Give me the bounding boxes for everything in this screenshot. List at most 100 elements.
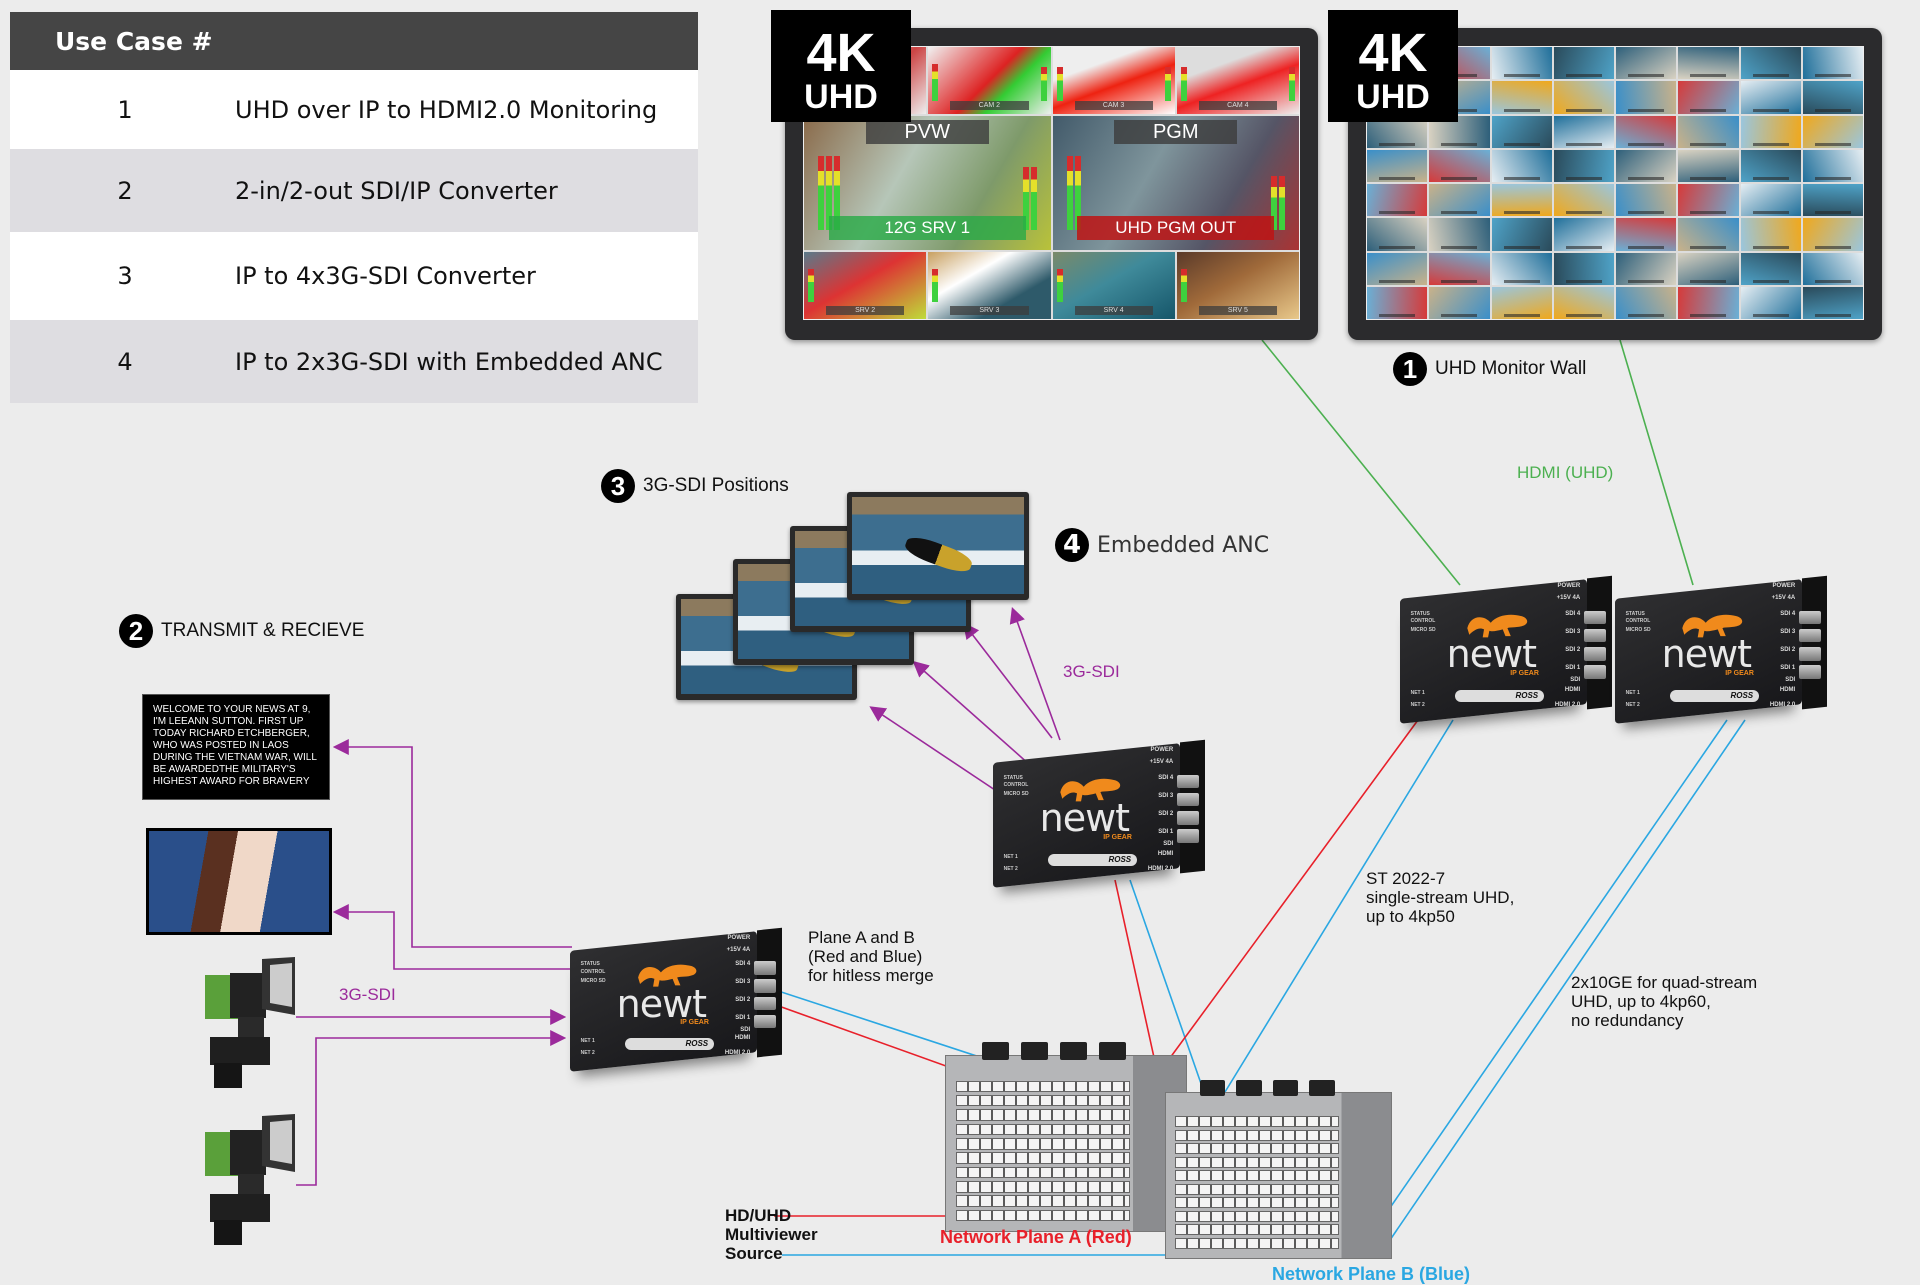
line-card-slot [1175,1156,1339,1168]
wall-thumbnail [1429,184,1490,217]
note-line: 2x10GE for quad-stream [1571,973,1758,992]
plane-a-line-devA [1166,719,1419,1063]
wall-thumbnail [1740,47,1801,80]
badge-uhd-text: UHD [804,78,878,116]
port-label: CONTROL [580,968,606,975]
table-row: 1 UHD over IP to HDMI2.0 Monitoring [10,70,698,149]
wall-thumbnail [1802,115,1863,148]
line-card-slot [1175,1116,1339,1128]
newt-gecko-logo-icon [1060,778,1121,801]
uc3-label-text: 3G-SDI Positions [643,475,789,496]
port-label: SDI 1 [1565,665,1581,672]
4k-uhd-badge: 4K UHD [771,10,911,122]
bnc-connector [1584,665,1606,679]
line-card-slot [1175,1224,1339,1236]
bnc-connector [754,996,776,1011]
port-label: +15V 4A [1149,759,1174,766]
sdi-position-monitor [847,492,1029,600]
wall-thumbnail [1367,149,1428,182]
line-card-slot [955,1109,1131,1121]
port-label: HDMI [1157,850,1174,857]
line-card-slot [955,1152,1131,1164]
newt-brand-text: newt [616,982,707,1027]
device-side-panel [1801,575,1827,710]
wall-thumbnail [1616,252,1677,285]
port-label: SDI 3 [1565,628,1581,635]
number-3-icon: 3 [601,469,635,503]
uc3-label: 3 3G-SDI Positions [601,469,789,503]
wall-thumbnail [1740,115,1801,148]
wall-thumbnail [1429,252,1490,285]
device-side-panel [1586,575,1612,710]
line-card-slot [1175,1197,1339,1209]
note-line: up to 4kp50 [1366,907,1455,926]
port-label: HDMI [1564,686,1581,693]
port-label: SDI 4 [735,961,751,968]
wall-thumbnail [1491,81,1552,114]
table-row: 4 IP to 2x3G-SDI with Embedded ANC [10,320,698,403]
use-case-description: UHD over IP to HDMI2.0 Monitoring [235,95,658,124]
bnc-connector [1177,792,1199,807]
port-label: SDI [1570,677,1581,684]
ip-gear-text: IP GEAR [1725,669,1754,677]
use-case-number: 1 [117,95,133,124]
wall-thumbnail [1802,286,1863,319]
bnc-connector [1177,774,1199,789]
wall-thumbnail [1553,81,1614,114]
line-card-slot [955,1209,1131,1222]
port-label: SDI [1163,841,1174,848]
quad-line-1 [1384,719,1728,1216]
port-label: HDMI [1779,686,1796,693]
bnc-connector [1177,829,1199,843]
use-case-description: IP to 4x3G-SDI Converter [235,262,536,290]
switch-top-modules [1199,1079,1335,1097]
wall-thumbnail [1491,149,1552,182]
line-card-slot [955,1094,1131,1107]
wall-thumbnail [1740,149,1801,182]
port-label: SDI [740,1026,751,1033]
line-card-slot [1175,1210,1339,1222]
newt-brand-text: newt [1661,631,1752,676]
port-label: HDMI 2.0 [1769,701,1796,708]
bnc-connector [1799,665,1821,679]
wall-thumbnail [1802,47,1863,80]
port-label: SDI 2 [735,996,751,1003]
sdi-left-label: 3G-SDI [339,985,396,1004]
wall-thumbnail [1616,81,1677,114]
note-line: Plane A and B [808,928,915,947]
bnc-connector [754,979,776,993]
mv-tile: SRV 3 [928,252,1051,319]
port-label: NET 1 [1003,853,1018,860]
wall-thumbnail [1616,115,1677,148]
line-card-slot [955,1180,1131,1193]
wall-thumbnail [1802,184,1863,217]
number-4-icon: 4 [1055,528,1089,562]
newt-brand-text: newt [1446,631,1537,676]
mv-tile: SRV 4 [1052,252,1175,319]
port-label: SDI 1 [1158,829,1174,836]
pvw-window: PVW 12G SRV 1 [804,116,1051,250]
wall-thumbnail [1678,218,1739,251]
port-label: MICRO SD [1003,791,1029,798]
anchor-monitor [146,828,332,935]
bnc-connector [1584,610,1606,625]
note-line: HD/UHD [725,1206,792,1225]
uc2-label: 2 TRANSMIT & RECIEVE [119,614,364,648]
wall-thumbnail [1367,286,1428,319]
wall-thumbnail [1491,218,1552,251]
bnc-connector [1799,628,1821,643]
wall-thumbnail [1553,286,1614,319]
port-label: NET 1 [1625,689,1640,696]
wall-thumbnail [1553,47,1614,80]
note-line: UHD, up to 4kp60, [1571,992,1711,1011]
port-label: SDI 2 [1158,811,1174,818]
wall-thumbnail [1740,218,1801,251]
bnc-connector [1584,628,1606,643]
pgm-tag: PGM [1114,120,1238,144]
use-case-number: 4 [117,347,133,376]
table-row: 3 IP to 4x3G-SDI Converter [10,232,698,320]
port-label: SDI 3 [1158,792,1174,799]
port-label: MICRO SD [580,977,606,984]
sdi-to-anchor [332,904,572,970]
